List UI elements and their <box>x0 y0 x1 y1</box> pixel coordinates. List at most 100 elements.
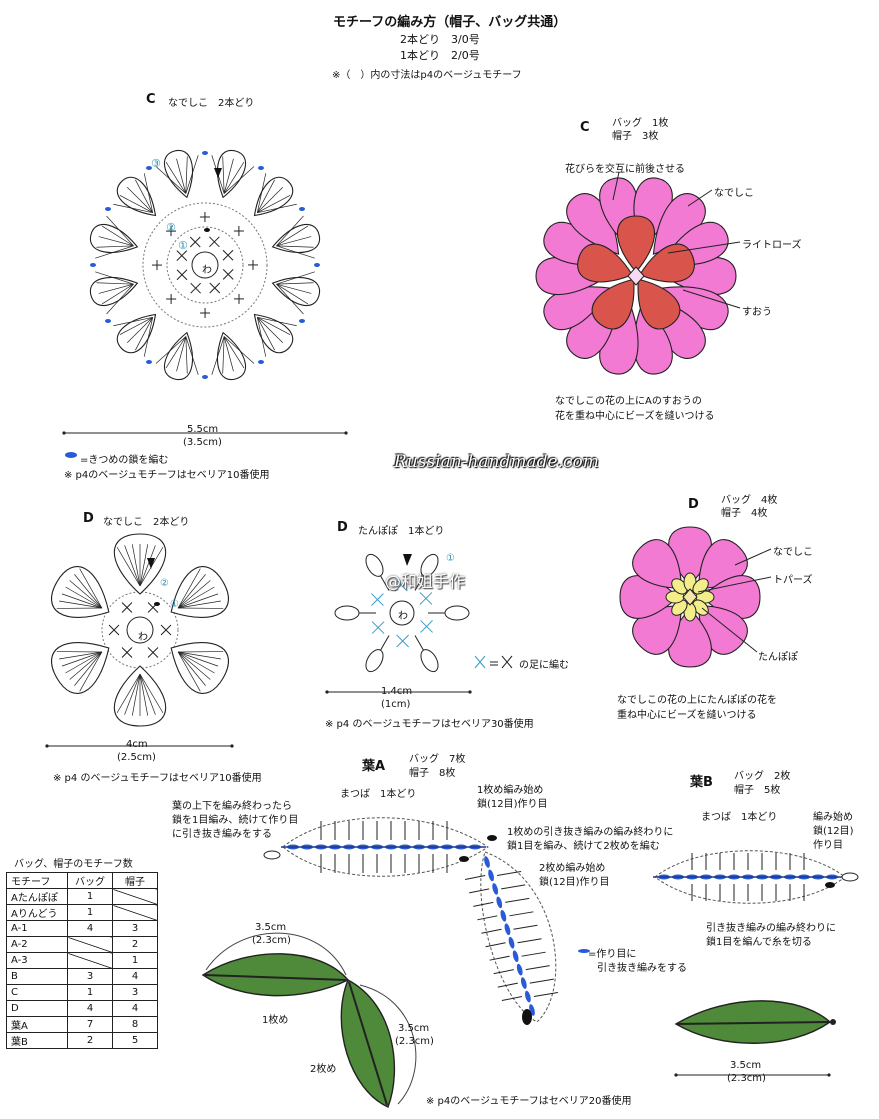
c-chart-stitch <box>96 245 134 248</box>
d-join-mark <box>154 602 160 606</box>
c-stitch-mark <box>222 249 234 261</box>
counts-cell-hat: 5 <box>112 1032 158 1049</box>
d-start-marker <box>147 558 155 569</box>
d-chart-stitch <box>58 600 102 609</box>
c-chart-stitch <box>119 317 153 335</box>
leaf-a-stitch-2 <box>521 951 546 957</box>
c-chart-stitch <box>257 316 297 327</box>
counts-header-bag: バッグ <box>67 872 113 889</box>
c-tight-chain-mark <box>202 375 208 379</box>
d-stitch-mark <box>147 647 159 658</box>
leaf-b-bag-count: バッグ 2枚 <box>734 771 791 782</box>
c-chart-subtitle: なでしこ 2本どり <box>168 98 255 109</box>
leaf-a-start1-a: 1枚め編み始め <box>477 785 544 796</box>
d-flower-hat-count: 帽子 4枚 <box>721 508 768 519</box>
d-chart-stitch <box>65 651 103 674</box>
dandelion-size: 1.4cm <box>381 686 413 697</box>
counts-cell-motif: A-2 <box>6 936 68 953</box>
d-chart-stitch <box>139 673 156 715</box>
leaf-a-stitch-2 <box>533 992 558 998</box>
c-chart-petal <box>216 149 246 199</box>
leaf-b-finished-tip <box>830 1019 836 1025</box>
leaf-b-end-mark <box>825 882 835 888</box>
dandelion-stitch-mark <box>420 620 433 633</box>
counts-cell-hat: 1 <box>112 952 158 969</box>
dandelion-stitch-mark <box>396 634 410 648</box>
leaf-a-chain-stitch-2 <box>512 950 519 963</box>
d-chart-stitch <box>69 651 103 680</box>
c-chart-stitch <box>185 336 199 375</box>
counts-cell-hat: 8 <box>112 1016 158 1033</box>
c-chart-stitch <box>176 158 187 194</box>
d-chart-stitch <box>79 651 103 692</box>
c-chart-stitch <box>223 336 245 369</box>
leaf-b-size: 3.5cm <box>730 1060 762 1071</box>
dandelion-center-ring <box>389 600 415 626</box>
counts-cell-hat: 4 <box>112 968 158 985</box>
c-chart-stitch <box>256 317 267 357</box>
c-chart-stitch <box>143 173 154 213</box>
d-chart-stitch <box>139 673 149 716</box>
leaf-a-chain-stitch-2 <box>496 896 503 909</box>
c-chart-stitch <box>257 317 284 344</box>
d-center-ring <box>126 616 154 644</box>
c-callout-line <box>612 171 620 201</box>
leaf-a-slip-note-2: 引き抜き編みをする <box>597 963 687 974</box>
leaf-a-size-1-alt: (2.3cm) <box>252 935 291 946</box>
c-chart-stitch <box>257 203 297 214</box>
c-round2-guide <box>142 202 268 328</box>
c-chart-stitch <box>223 336 234 372</box>
leaf-a-size-arc-1 <box>205 932 347 976</box>
c-stitch-mark <box>222 269 234 280</box>
counts-cell-hat: 3 <box>112 984 158 1001</box>
leaf-a-stitch-2 <box>501 996 523 1002</box>
counts-cell-hat <box>112 888 158 905</box>
leaf-b-note-1: 引き抜き編みの編み終わりに <box>706 923 836 934</box>
d-stitch-mark <box>121 602 133 613</box>
counts-cell-bag: 1 <box>67 984 113 1001</box>
d-stitch-mark <box>121 647 133 658</box>
c-round1-label: ① <box>178 239 188 252</box>
c-size-alt: (3.5cm) <box>183 437 222 448</box>
c-chart-petal <box>271 276 321 306</box>
dandelion-legend: の足に編む <box>519 660 569 671</box>
d-chart-stitch <box>177 580 211 609</box>
leaf-a-chart-2-outline <box>480 851 557 1023</box>
d-note: ※ p4 のベージュモチーフはセベリア10番使用 <box>53 773 262 784</box>
c-chart-stitch <box>113 203 153 214</box>
counts-cell-motif: A-1 <box>6 920 68 937</box>
c-chart-stitch <box>223 166 255 194</box>
d-size-alt: (2.5cm) <box>117 752 156 763</box>
c-stitch-mark <box>176 269 188 281</box>
c-chart-stitch <box>211 336 225 375</box>
c-note: ※ p4のベージュモチーフはセベリア10番使用 <box>64 470 270 481</box>
d-callout-nadeshiko: なでしこ <box>773 547 813 558</box>
d-ring-label: わ <box>138 632 148 643</box>
c-chart-stitch <box>155 336 187 364</box>
leaf-a-stitch-2 <box>464 874 486 880</box>
d-chart-stitch <box>69 580 103 609</box>
leaf-a-chain-stitch-2 <box>525 990 531 1003</box>
leaf-a-chain-stitch-2 <box>484 856 490 868</box>
d-flower-caption-1: なでしこの花の上にたんぽぽの花を <box>617 695 777 706</box>
d-chart-stitch <box>131 544 141 587</box>
d-callout-line <box>734 548 772 566</box>
leaf-a-chain-stitch-2 <box>500 909 507 922</box>
c-chart-petal <box>271 224 321 254</box>
d-stitch-mark <box>160 624 172 636</box>
dandelion-loop <box>365 649 384 673</box>
d-chart-stitch <box>139 545 156 587</box>
leaf-a-size-2: 3.5cm <box>398 1023 430 1034</box>
c-size-line-end <box>62 431 66 435</box>
counts-cell-bag: 1 <box>67 888 113 905</box>
dandelion-loop <box>334 605 360 621</box>
c-chart-stitch <box>276 282 314 285</box>
d-chart-stitch <box>58 651 102 660</box>
leaf-a-stitch-2 <box>493 969 514 975</box>
leaf-a-finished-1-vein <box>204 974 347 981</box>
c-flower-bag-count: バッグ 1枚 <box>612 118 669 129</box>
leaf-a-stitch-2 <box>525 965 550 971</box>
